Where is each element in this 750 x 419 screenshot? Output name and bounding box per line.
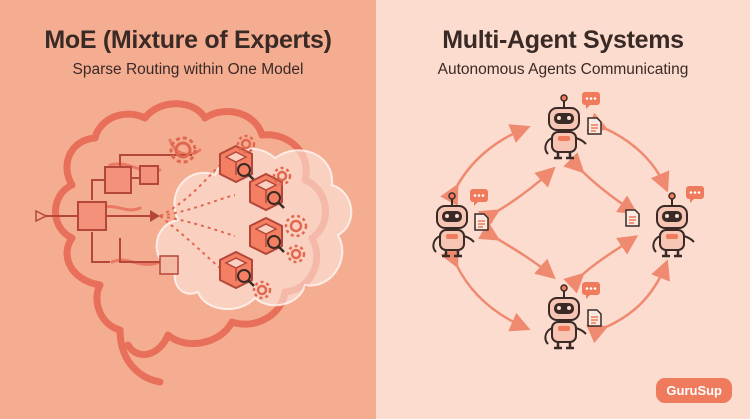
gear-icon: [272, 166, 292, 186]
brain-icon: [52, 100, 329, 386]
chat-bubble-icon: [582, 282, 600, 299]
chat-bubble-icon: [582, 92, 600, 109]
moe-panel: MoE (Mixture of Experts) Sparse Routing …: [0, 0, 376, 419]
moe-subtitle: Sparse Routing within One Model: [72, 61, 304, 78]
gear-icon: [252, 280, 272, 300]
robot-icon: [544, 93, 588, 160]
document-icon: [587, 309, 602, 327]
routing-paths: [159, 164, 236, 269]
expert-cube-icon: [219, 144, 255, 184]
expert-cube-icon: [219, 250, 255, 290]
brand-badge: GuruSup: [656, 378, 732, 403]
gear-icon: [286, 244, 306, 264]
document-icon: [587, 117, 602, 135]
router-node: [139, 165, 159, 185]
document-icon: [625, 209, 640, 227]
input-router-node: [77, 201, 107, 231]
robot-icon: [432, 191, 476, 258]
moe-title: MoE (Mixture of Experts): [44, 26, 332, 54]
router-node: [104, 166, 132, 194]
multi-agent-panel: Multi-Agent Systems Autonomous Agents Co…: [376, 0, 750, 419]
robot-icon: [652, 191, 696, 258]
gear-icon: [169, 136, 197, 164]
multi-agent-diagram: [432, 92, 704, 350]
moe-diagram: [35, 100, 353, 386]
expert-cube-icon: [249, 216, 285, 256]
robot-icon: [544, 283, 588, 350]
gear-icon: [236, 134, 256, 154]
communication-links: [440, 112, 670, 344]
chat-bubble-icon: [470, 189, 488, 206]
router-node: [159, 255, 179, 275]
multi-agent-subtitle: Autonomous Agents Communicating: [437, 61, 689, 78]
gear-icon: [284, 214, 308, 238]
multi-agent-title: Multi-Agent Systems: [442, 26, 684, 54]
expert-cube-icon: [249, 172, 285, 212]
chat-bubble-icon: [686, 186, 704, 203]
document-icon: [474, 213, 489, 231]
